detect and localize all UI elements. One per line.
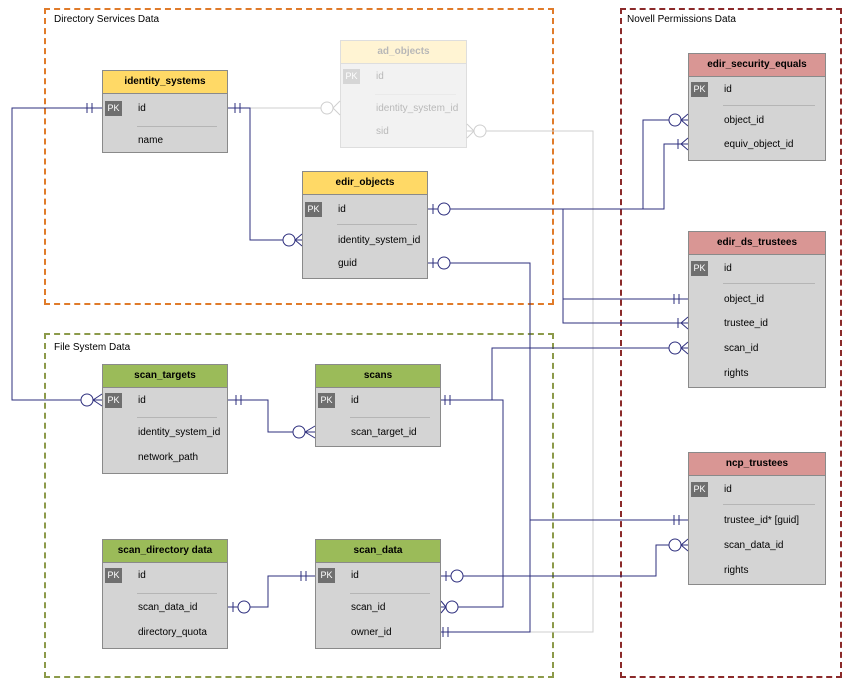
entity-title: scan_data [316,540,440,563]
field-identity-system-id: identity_system_id [338,235,421,246]
field-network-path: network_path [138,452,199,463]
directory-services-group [44,8,554,305]
field-id: id [724,484,732,495]
separator [723,283,815,284]
entity-scan-data[interactable]: scan_data PK id scan_id owner_id [315,539,441,649]
pk-badge: PK [318,568,335,583]
pk-badge: PK [305,202,322,217]
field-object-id: object_id [724,294,765,305]
entity-edir-objects[interactable]: edir_objects PK id identity_system_id gui… [302,171,428,279]
field-scan-data-id: scan_data_id [724,540,784,551]
pk-badge: PK [318,393,335,408]
guid-to-trustee-line [428,262,688,521]
field-trustee-id: trustee_id* [guid] [724,515,800,526]
pk-badge: PK [105,101,122,116]
file-system-group [44,333,554,678]
field-id: id [351,395,359,406]
entity-edir-ds-trustees[interactable]: edir_ds_trustees PK id object_id trustee_… [688,231,826,388]
field-id: id [724,263,732,274]
scan-targets-to-scans-line [228,399,315,433]
separator [350,593,430,594]
separator [137,417,217,418]
field-rights: rights [724,368,749,379]
field-sid: sid [376,126,389,137]
field-scan-id: scan_id [724,343,759,354]
edir-identity-zero-marker [282,233,296,247]
separator [350,417,430,418]
pk-badge: PK [105,568,122,583]
pk-badge: PK [691,82,708,97]
guid-zero-marker [437,256,451,270]
entity-title: scan_directory data [103,540,227,563]
field-id: id [138,395,146,406]
identity-to-scan-targets-line [11,107,102,401]
pk-badge: PK [343,69,360,84]
field-scan-target-id: scan_target_id [351,427,417,438]
separator [723,105,815,106]
file-system-group-label: File System Data [54,342,131,353]
field-equiv-object-id: equiv_object_id [724,139,794,150]
entity-title: scan_targets [103,365,227,388]
entity-scans[interactable]: scans PK id scan_target_id [315,364,441,447]
novell-permissions-group-label: Novell Permissions Data [627,14,736,25]
entity-title: identity_systems [103,71,227,94]
entity-identity-systems[interactable]: identity_systems PK id name [102,70,228,153]
field-id: id [376,71,384,82]
field-scan-id: scan_id [351,602,386,613]
field-owner-id: owner_id [351,627,392,638]
entity-title: edir_security_equals [689,54,825,77]
field-object-id: object_id [724,115,765,126]
entity-ncp-trustees[interactable]: ncp_trustees PK id trustee_id* [guid] sca… [688,452,826,585]
scans-to-scan-data-line [441,399,504,608]
ad-objects-sid-line [455,130,594,633]
field-id: id [724,84,732,95]
pk-badge: PK [691,261,708,276]
field-rights: rights [724,565,749,576]
ad-objects-sid-marker [473,124,487,138]
field-id: id [338,204,346,215]
separator [375,94,456,95]
field-directory-quota: directory_quota [138,627,207,638]
entity-scan-targets[interactable]: scan_targets PK id identity_system_id net… [102,364,228,474]
pk-badge: PK [105,393,122,408]
separator [137,126,217,127]
field-guid: guid [338,258,357,269]
field-id: id [351,570,359,581]
field-id: id [138,570,146,581]
entity-title: scans [316,365,440,388]
scans-to-ds-trustees-line [491,347,688,400]
entity-title: ncp_trustees [689,453,825,476]
field-trustee-id: trustee_id [724,318,768,329]
entity-title: edir_objects [303,172,427,195]
field-scan-data-id: scan_data_id [138,602,198,613]
pk-badge: PK [691,482,708,497]
edir-id-zero-marker [437,202,451,216]
entity-ad-objects[interactable]: ad_objects PK id identity_system_id sid [340,40,467,148]
scan-data-to-ncp-line [441,544,688,577]
field-name: name [138,135,164,146]
scan-targets-identity-zero-marker [80,393,94,407]
separator [723,504,815,505]
entity-title: edir_ds_trustees [689,232,825,255]
entity-scan-directory-data[interactable]: scan_directory data PK id scan_data_id di… [102,539,228,649]
edir-to-ds-trustees-line [562,209,688,300]
entity-edir-security-equals[interactable]: edir_security_equals PK id object_id equi… [688,53,826,161]
ad-objects-zero-marker [320,101,334,115]
novell-permissions-group [620,8,842,678]
edir-to-security-equals-line [428,119,688,210]
separator [137,593,217,594]
entity-title: ad_objects [341,41,466,64]
directory-services-group-label: Directory Services Data [54,14,160,25]
separator [337,224,417,225]
field-identity-system-id: identity_system_id [376,103,459,114]
field-id: id [138,103,146,114]
identity-to-edir-line [228,107,302,241]
field-identity-system-id: identity_system_id [138,427,221,438]
